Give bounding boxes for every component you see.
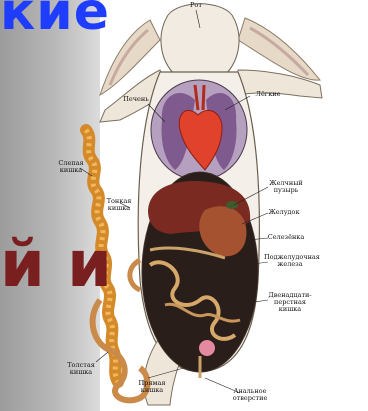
label-stomach: Желудок: [266, 209, 302, 216]
label-small-intestine: Тонкая кишка: [104, 198, 134, 212]
label-rectum: Прямая кишка: [136, 380, 168, 394]
label-blind-gut: Слепая кишка: [56, 160, 86, 174]
label-thick-gut: Толстая кишка: [64, 362, 98, 376]
label-liver: Печень: [120, 96, 152, 103]
label-mouth: Рот: [184, 2, 208, 9]
label-lungs: Лёгкие: [248, 91, 288, 98]
label-anus: Анальное отверстие: [228, 388, 272, 402]
gall-bladder-shape: [226, 201, 238, 209]
label-duodenum: Двенадцати-перстная кишка: [264, 292, 316, 313]
label-spleen: Селезёнка: [266, 234, 306, 241]
label-pancreas: Поджелудочная железа: [264, 254, 316, 268]
label-gall-bladder: Желчный пузырь: [264, 180, 308, 194]
head: [161, 4, 239, 75]
body-text-fragment: й и: [0, 228, 112, 302]
